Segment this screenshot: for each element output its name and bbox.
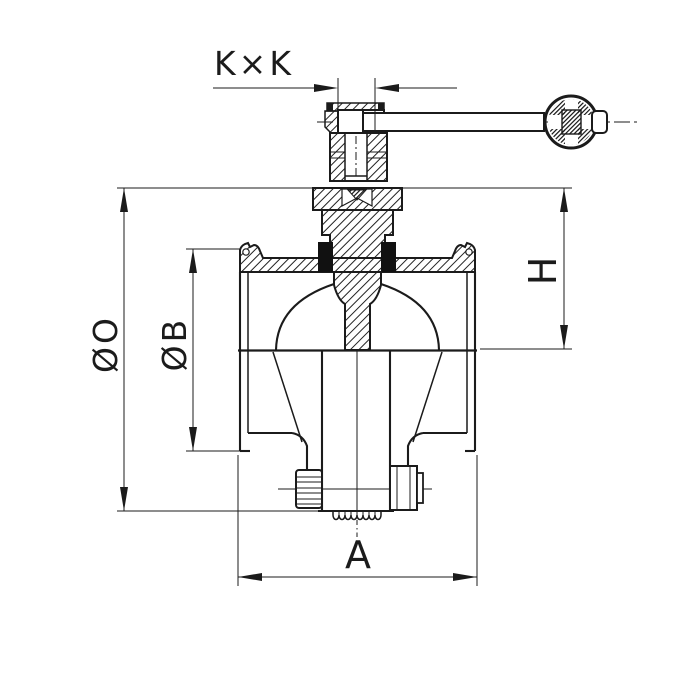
arrowhead [189, 249, 197, 273]
dimensions: K×K ØO ØB [86, 44, 572, 586]
bonnet-assembly [312, 132, 403, 259]
dimension-diameter-o: ØO [86, 187, 362, 512]
stem-seal-wedge [346, 189, 368, 201]
arrowhead [453, 573, 477, 581]
arrowhead [314, 84, 338, 92]
dimension-kxk: K×K [213, 44, 457, 133]
nut-outline [389, 465, 418, 511]
bore-arc-left [274, 283, 335, 351]
arrowhead [120, 487, 128, 511]
lip-gasket-left [242, 248, 250, 256]
cone-right [412, 351, 443, 443]
arrowhead [560, 188, 568, 212]
dimension-diameter-b: ØB [155, 248, 240, 452]
a-label: A [345, 533, 371, 577]
dimension-h: H [402, 187, 572, 350]
arrowhead [238, 573, 262, 581]
valve-body [238, 241, 477, 352]
kxk-label: K×K [214, 44, 294, 83]
knurled-knob [295, 469, 323, 509]
stem-cap-corner-right [378, 103, 384, 111]
bore-arc-right [380, 283, 441, 351]
ball-center-square [561, 109, 582, 135]
stem-cap-corner-left [327, 103, 333, 111]
shell-fillet-left [291, 431, 309, 470]
stem-seal-right [381, 242, 396, 272]
body-top-plate [239, 241, 476, 273]
centerlines [278, 121, 641, 537]
stem-head-block [324, 110, 339, 134]
arrowhead [120, 188, 128, 212]
stem-seal-left [318, 242, 333, 272]
knob-outline [295, 469, 323, 509]
lip-gasket-right [465, 248, 473, 256]
ball-side-notch [591, 110, 608, 134]
arrowhead [375, 84, 399, 92]
serrated-cap [332, 511, 382, 521]
diameter-o-label: ØO [86, 315, 125, 373]
diameter-b-label: ØB [155, 317, 194, 372]
cone-left [272, 351, 303, 443]
cap-scallops [332, 514, 382, 521]
stem-flare [333, 271, 382, 351]
arrowhead [189, 427, 197, 451]
nut-washer [416, 472, 424, 504]
square-stem-end [337, 109, 364, 134]
handle-ball-grip [543, 94, 608, 150]
shell-fillet-right [406, 431, 424, 470]
hex-nut [389, 465, 424, 511]
handle-assembly [324, 94, 608, 150]
dimension-a: A [237, 455, 478, 586]
lower-body [238, 350, 477, 521]
handle-bar [362, 112, 545, 132]
h-label: H [521, 257, 565, 286]
arrowhead [560, 325, 568, 349]
